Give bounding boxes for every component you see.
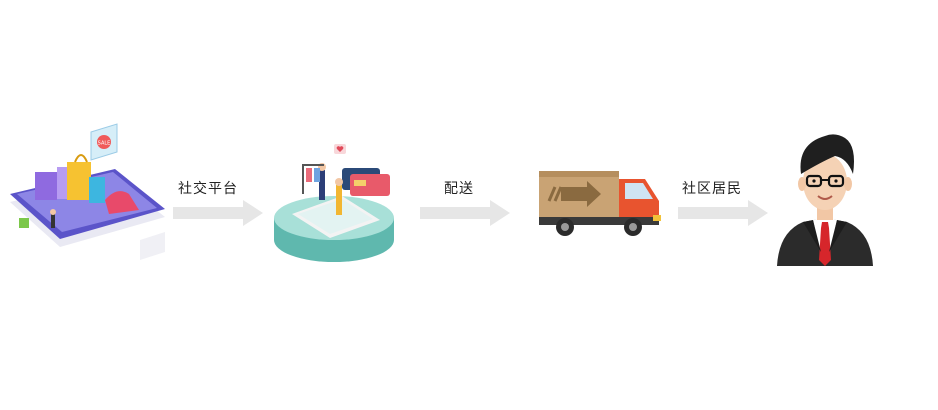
right-arrow-icon <box>678 200 768 226</box>
arrow-label-community-resident: 社区居民 <box>682 181 742 197</box>
truck-icon <box>539 171 661 236</box>
delivery-truck-stage <box>535 165 663 245</box>
arrow-label-delivery: 配送 <box>444 181 474 197</box>
sale-tag: SALE <box>90 123 118 161</box>
arrow-community-resident: 社区居民 <box>678 178 770 228</box>
right-arrow-icon <box>173 200 263 226</box>
svg-text:SALE: SALE <box>98 141 111 147</box>
arrow-label-social-platform: 社交平台 <box>178 181 238 197</box>
resident-avatar-icon <box>777 134 873 266</box>
arrow-social-platform: 社交平台 <box>173 178 265 228</box>
right-arrow-icon <box>420 200 510 226</box>
platform-disc-icon <box>274 144 394 262</box>
shopping-phone-icon: SALE <box>10 123 165 260</box>
shopping-phone-stage: SALE <box>5 122 170 272</box>
community-resident-stage <box>773 128 877 268</box>
social-platform-stage <box>272 140 402 265</box>
arrow-delivery: 配送 <box>420 178 512 228</box>
